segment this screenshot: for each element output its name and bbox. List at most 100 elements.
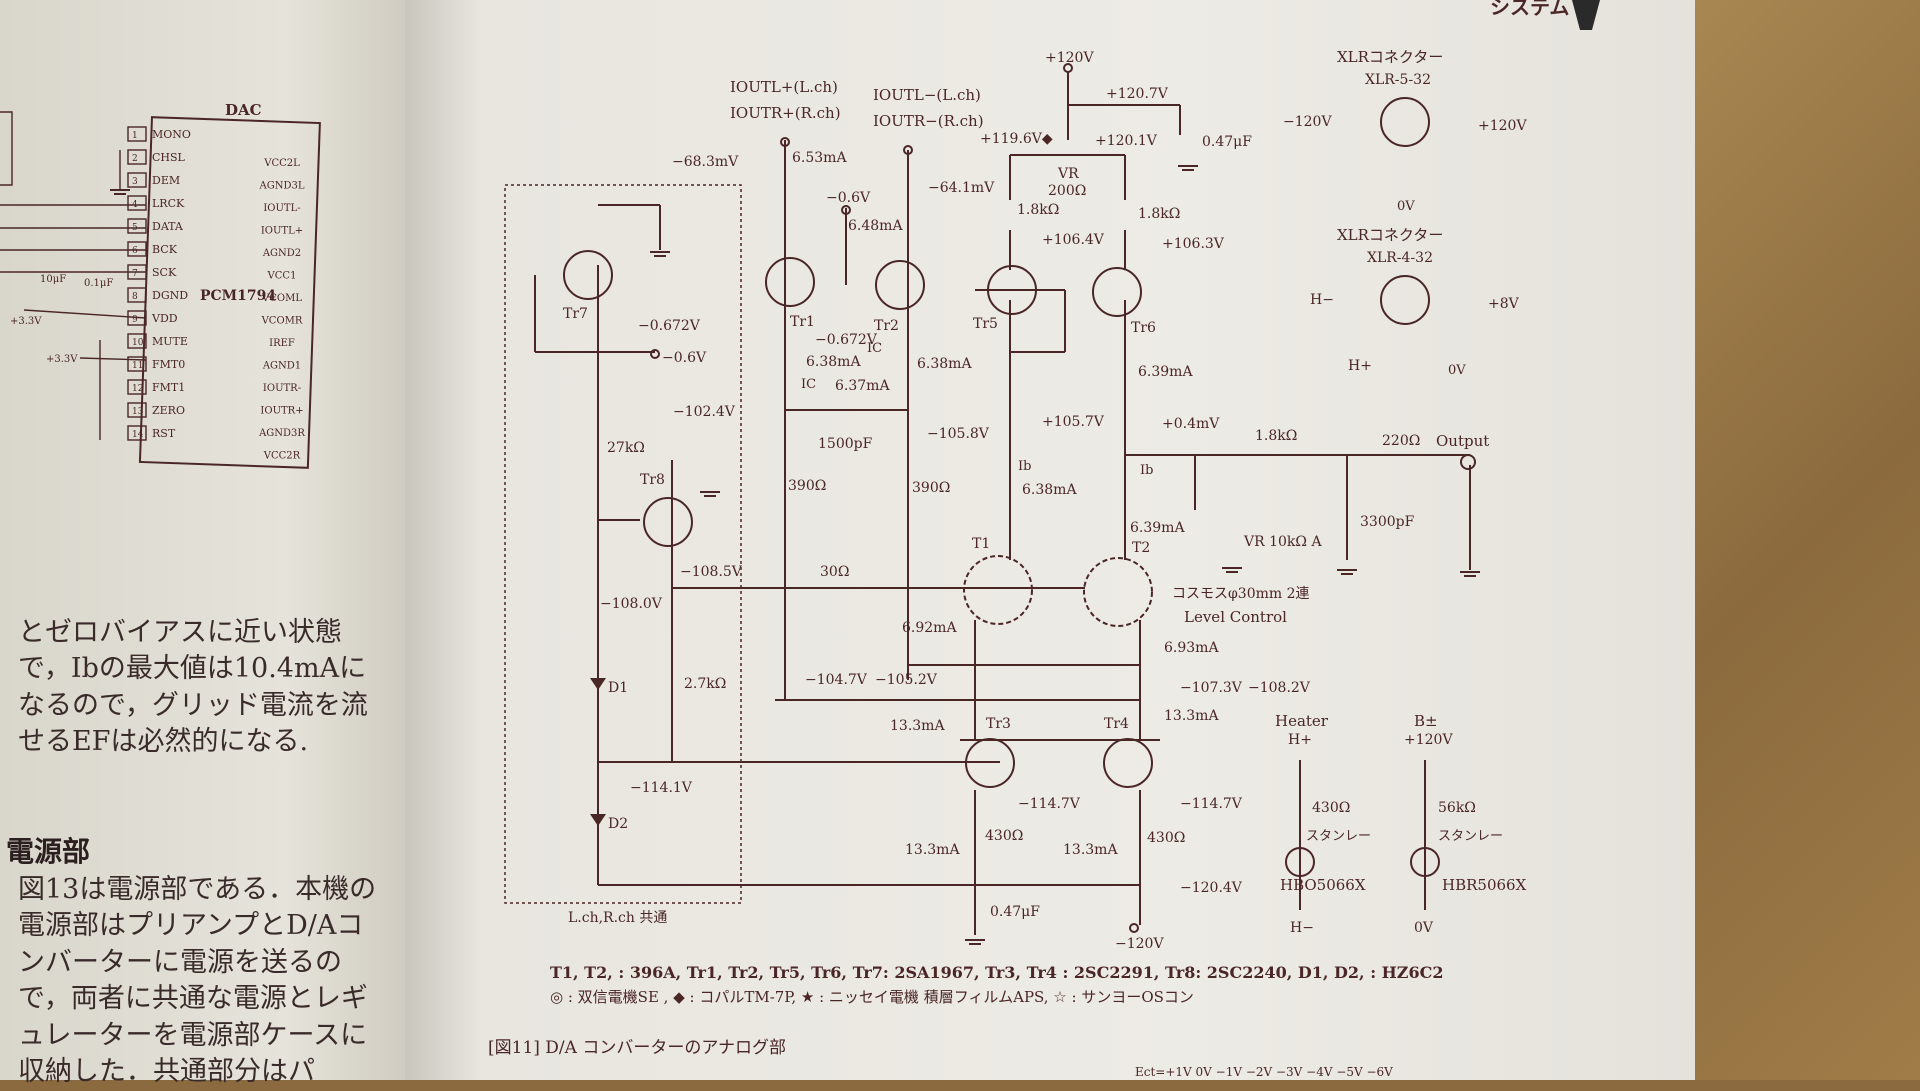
label-i-693: 6.93mA <box>1164 640 1219 656</box>
hbr-led-icon <box>1410 847 1440 877</box>
dac-pin-number: 14 <box>132 430 144 440</box>
dac-pin-left-mute: MUTE <box>152 335 188 348</box>
xlr4-connector-icon <box>1380 275 1430 325</box>
terminal <box>903 145 913 155</box>
label-v-1057: +105.7V <box>1042 414 1105 430</box>
label-r27k2: 2.7kΩ <box>684 676 726 692</box>
dac-pin-right: AGND3R <box>258 428 305 439</box>
label-i-692: 6.92mA <box>902 620 957 636</box>
dac-pin-number: 8 <box>132 292 138 302</box>
dac-pin-number-box <box>127 126 147 142</box>
dac-pin-number-box <box>127 333 147 349</box>
tr6-symbol <box>1092 267 1142 317</box>
label-cap-047b: 0.47μF <box>990 904 1040 920</box>
label-iout-rm: IOUTR−(R.ch) <box>873 112 984 130</box>
label-tr4: Tr4 <box>1104 716 1129 732</box>
legend-line-1: T1, T2, : 396A, Tr1, Tr2, Tr5, Tr6, Tr7:… <box>550 963 1443 982</box>
tr2-symbol <box>875 260 925 310</box>
page-header-fragment: システム <box>1490 0 1569 19</box>
label-d1: D1 <box>608 680 628 696</box>
dac-chip-name: PCM1794 <box>200 288 276 304</box>
dac-pin-left-fmt0: FMT0 <box>152 358 185 371</box>
dac-pin-right: VCC1 <box>267 271 297 282</box>
label-v-m64: −64.1mV <box>928 180 995 196</box>
label-r430a: 430Ω <box>985 828 1023 844</box>
label-r27k: 27kΩ <box>607 440 645 456</box>
dac-pin-number: 6 <box>132 246 138 256</box>
dac-pin-left-rst: RST <box>152 427 176 440</box>
dac-pin-left-zero: ZERO <box>152 404 185 417</box>
label-v-m06a: −0.6V <box>826 190 871 206</box>
dac-pin-left-chsl: CHSL <box>152 151 186 164</box>
label-iout-lm: IOUTL−(L.ch) <box>873 86 981 104</box>
label-tr7: Tr7 <box>563 306 588 322</box>
hbo-led-icon <box>1285 847 1315 877</box>
label-i-133c: 13.3mA <box>905 842 960 858</box>
dac-pin-number: 2 <box>132 154 138 164</box>
terminal <box>650 349 660 359</box>
label-t2: T2 <box>1132 540 1150 556</box>
label-vr-val: 200Ω <box>1048 183 1086 199</box>
dac-title: DAC <box>225 101 262 119</box>
components <box>110 63 1480 945</box>
dac-pin-left-data: DATA <box>152 220 184 233</box>
label-v-m120: −120V <box>1115 936 1164 952</box>
label-v-m1085: −108.5V <box>680 564 743 580</box>
dac-pin-right: AGND2 <box>262 248 301 259</box>
label-xlr4-hm: H− <box>1310 292 1334 308</box>
label-r56k: 56kΩ <box>1438 800 1476 816</box>
label-r430b: 430Ω <box>1147 830 1185 846</box>
label-v-p120-7: +120.7V <box>1106 86 1169 102</box>
dac-pin-right: IOUTL- <box>263 203 300 214</box>
label-iout-lp: IOUTL+(L.ch) <box>730 78 838 96</box>
label-r220: 220Ω <box>1382 433 1420 449</box>
xlr5-connector-icon <box>1380 97 1430 147</box>
label-xlr5-title: XLRコネクター <box>1337 48 1443 66</box>
label-vr: VR <box>1057 166 1079 182</box>
dac-cap-10uf: 10μF <box>40 274 66 285</box>
t1-tube-symbol <box>963 555 1033 625</box>
dac-pin-left-sck: SCK <box>152 266 177 279</box>
dac-pin-left-fmt1: FMT1 <box>152 381 185 394</box>
dac-pin-left-vdd: VDD <box>151 312 178 325</box>
dac-pin-number-box <box>127 379 147 395</box>
dac-pin-number-box <box>127 402 147 418</box>
label-xlr4-p8: +8V <box>1488 296 1520 312</box>
label-xlr5-model: XLR-5-32 <box>1365 72 1431 88</box>
d1-diode-icon <box>590 678 606 690</box>
dac-pin-number: 3 <box>132 177 138 187</box>
label-t1: T1 <box>972 536 990 552</box>
label-output: Output <box>1436 432 1489 450</box>
d2-diode-icon <box>590 814 606 826</box>
label-hbr: HBR5066X <box>1442 876 1527 894</box>
label-i-638b: 6.38mA <box>917 356 972 372</box>
desk-surface <box>1695 0 1920 1080</box>
dac-supply-b: +3.3V <box>46 354 78 365</box>
label-v-m1080: −108.0V <box>600 596 663 612</box>
label-v-m1141: −114.1V <box>630 780 693 796</box>
section-title: 電源部 <box>6 835 91 868</box>
dac-pin-number-box <box>127 149 147 165</box>
dac-pin-number: 10 <box>132 338 144 348</box>
figure-caption: [図11] D/A コンバーターのアナログ部 <box>488 1038 786 1058</box>
tr1-symbol <box>765 257 815 307</box>
dac-pin-right: IOUTL+ <box>261 226 303 237</box>
label-v-m1204: −120.4V <box>1180 880 1243 896</box>
dac-pin-right: IREF <box>269 338 295 349</box>
dac-pin-right: AGND1 <box>262 361 301 372</box>
label-ic-a: IC <box>867 341 882 356</box>
label-xlr4-0v: 0V <box>1448 363 1466 378</box>
label-v-m1058: −105.8V <box>927 426 990 442</box>
label-stanley2: スタンレー <box>1438 829 1503 844</box>
label-level: Level Control <box>1184 608 1287 626</box>
label-heater-hp: H+ <box>1288 732 1312 748</box>
label-ic-b: IC <box>801 377 816 392</box>
label-tr5: Tr5 <box>973 316 998 332</box>
dac-pin-number-box <box>127 172 147 188</box>
label-bpm-0v: 0V <box>1414 920 1434 936</box>
label-bpm-v: +120V <box>1404 732 1453 748</box>
bottom-scale: Ect=+1V 0V −1V −2V −3V −4V −5V −6V <box>1135 1065 1393 1079</box>
label-xlr4-title: XLRコネクター <box>1337 226 1443 244</box>
label-i-648: 6.48mA <box>848 218 903 234</box>
